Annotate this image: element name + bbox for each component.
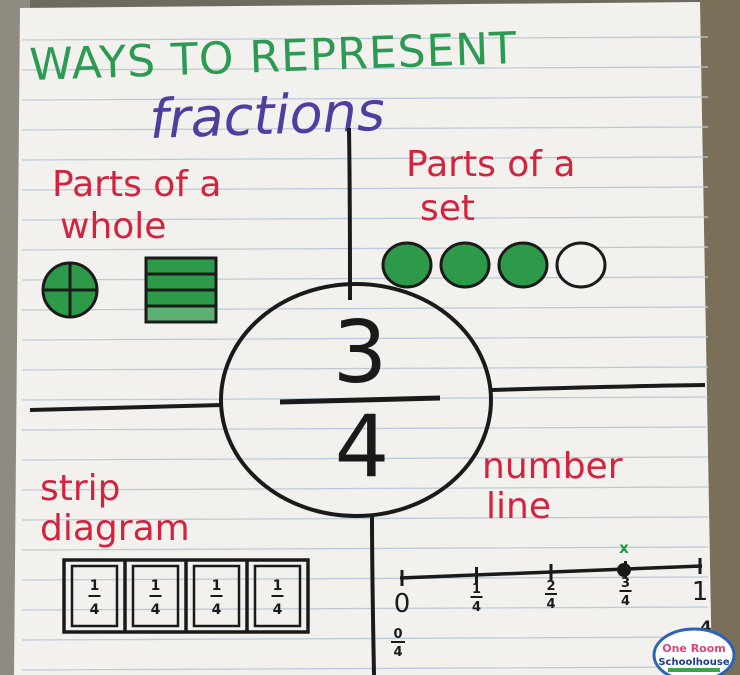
- divider-bottom: [370, 514, 376, 675]
- strip-cell: [253, 564, 302, 628]
- label-number-line-1: number: [482, 446, 623, 487]
- label-strip-1: strip: [40, 468, 121, 509]
- one-room-schoolhouse-logo: One Room Schoolhouse: [652, 627, 736, 675]
- label-strip-2: diagram: [40, 508, 190, 549]
- ruled-line: [21, 126, 709, 131]
- divider-right: [491, 383, 706, 392]
- label-parts-of-whole-1: Parts of a: [52, 164, 221, 205]
- ruled-line: [21, 336, 709, 341]
- strip-cell-numerator: 1: [212, 578, 222, 594]
- number-line-point: [617, 563, 631, 577]
- label-parts-of-set-1: Parts of a: [406, 144, 575, 185]
- ruled-line: [21, 66, 709, 71]
- logo-line-2: Schoolhouse: [658, 657, 729, 668]
- divider-left: [29, 403, 223, 412]
- shaded-rectangle-quarters: [144, 256, 218, 324]
- strip-cell-numerator: 1: [273, 578, 283, 594]
- number-line-denominator: 4: [472, 600, 481, 615]
- strip-cell: [192, 564, 241, 628]
- label-parts-of-whole-2: whole: [60, 206, 166, 247]
- below-zero-fraction: 0 4: [391, 627, 405, 660]
- number-line-marker: x: [619, 539, 629, 557]
- number-line-numerator: 2: [546, 579, 555, 594]
- number-line-numerator: 1: [472, 582, 481, 597]
- set-circle-shaded: [439, 241, 491, 289]
- shaded-circle-quarters: [41, 261, 99, 319]
- strip-cell-denominator: 4: [212, 602, 222, 618]
- label-number-line-2: line: [486, 486, 551, 527]
- label-parts-of-set-2: set: [420, 188, 475, 229]
- strip-cell-denominator: 4: [151, 602, 161, 618]
- ruled-line: [21, 36, 709, 41]
- center-circle: [219, 282, 493, 518]
- center-numerator: 3: [333, 303, 388, 403]
- ruled-line: [21, 306, 709, 311]
- set-circle-shaded: [381, 241, 433, 289]
- number-line-denominator: 4: [621, 594, 630, 609]
- below-zero-numerator: 0: [393, 627, 402, 642]
- title-line-2: fractions: [148, 80, 386, 151]
- strip-cell: [131, 564, 180, 628]
- strip-cell-denominator: 4: [90, 602, 100, 618]
- ruled-line: [21, 216, 709, 221]
- number-line-denominator: 4: [546, 597, 555, 612]
- ruled-line: [21, 486, 709, 491]
- ruled-line: [21, 666, 709, 671]
- strip-cell-numerator: 1: [90, 578, 100, 594]
- ruled-line: [21, 366, 709, 371]
- ruled-line: [21, 606, 709, 611]
- ruled-line: [21, 636, 709, 641]
- center-denominator: 4: [335, 397, 390, 497]
- strip-cells: 1 4 1 4 1 4 1 4: [70, 560, 302, 632]
- set-circle-shaded: [497, 241, 549, 289]
- ruled-lines: [21, 36, 709, 671]
- ruled-line: [21, 576, 709, 581]
- strip-cell-denominator: 4: [273, 602, 283, 618]
- set-circle-empty: [555, 241, 607, 289]
- number-line-whole-label: 0: [394, 589, 411, 619]
- ruled-line: [21, 516, 709, 521]
- center-fraction-bar: [279, 395, 441, 405]
- divider-top: [347, 127, 352, 301]
- strip-cell: [70, 564, 119, 628]
- logo-line-1: One Room: [662, 642, 726, 655]
- strip-cell-numerator: 1: [151, 578, 161, 594]
- number-line-numerator: 3: [621, 576, 630, 591]
- ruled-line: [21, 546, 709, 551]
- right-end-partial-label: 4: [700, 617, 711, 636]
- set-of-circles: [381, 241, 607, 289]
- ruled-line: [21, 426, 709, 431]
- number-line-ticks: 0 1 4 2 4 3 4 1: [394, 558, 709, 619]
- ruled-line: [21, 456, 709, 461]
- number-line-whole-label: 1: [692, 577, 709, 607]
- ruled-line: [21, 156, 709, 161]
- below-zero-denominator: 4: [393, 645, 402, 660]
- ruled-line: [21, 96, 709, 101]
- ruled-line: [21, 186, 709, 191]
